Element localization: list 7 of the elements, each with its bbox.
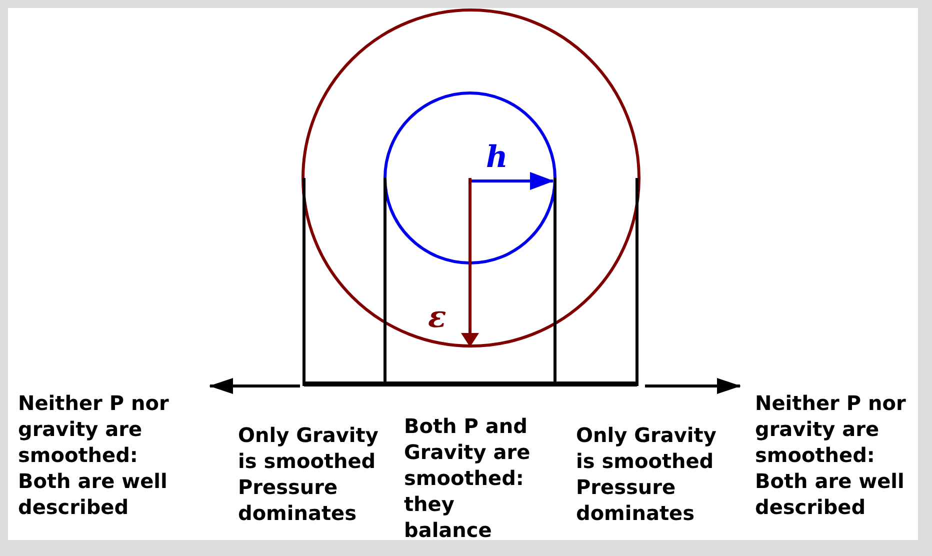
region-label: Neither P nor gravity are smoothed: Both are well described: [755, 390, 907, 520]
symbol-label: h: [486, 142, 509, 174]
region-label: Only Gravity is smoothed Pressure dominates: [576, 422, 718, 526]
region-label: Neither P nor gravity are smoothed: Both are well described: [18, 390, 170, 520]
region-label: Both P and Gravity are smoothed: they balance: [404, 413, 532, 543]
region-label: Only Gravity is smoothed Pressure dominates: [238, 422, 380, 526]
symbol-label: ε: [428, 302, 448, 334]
